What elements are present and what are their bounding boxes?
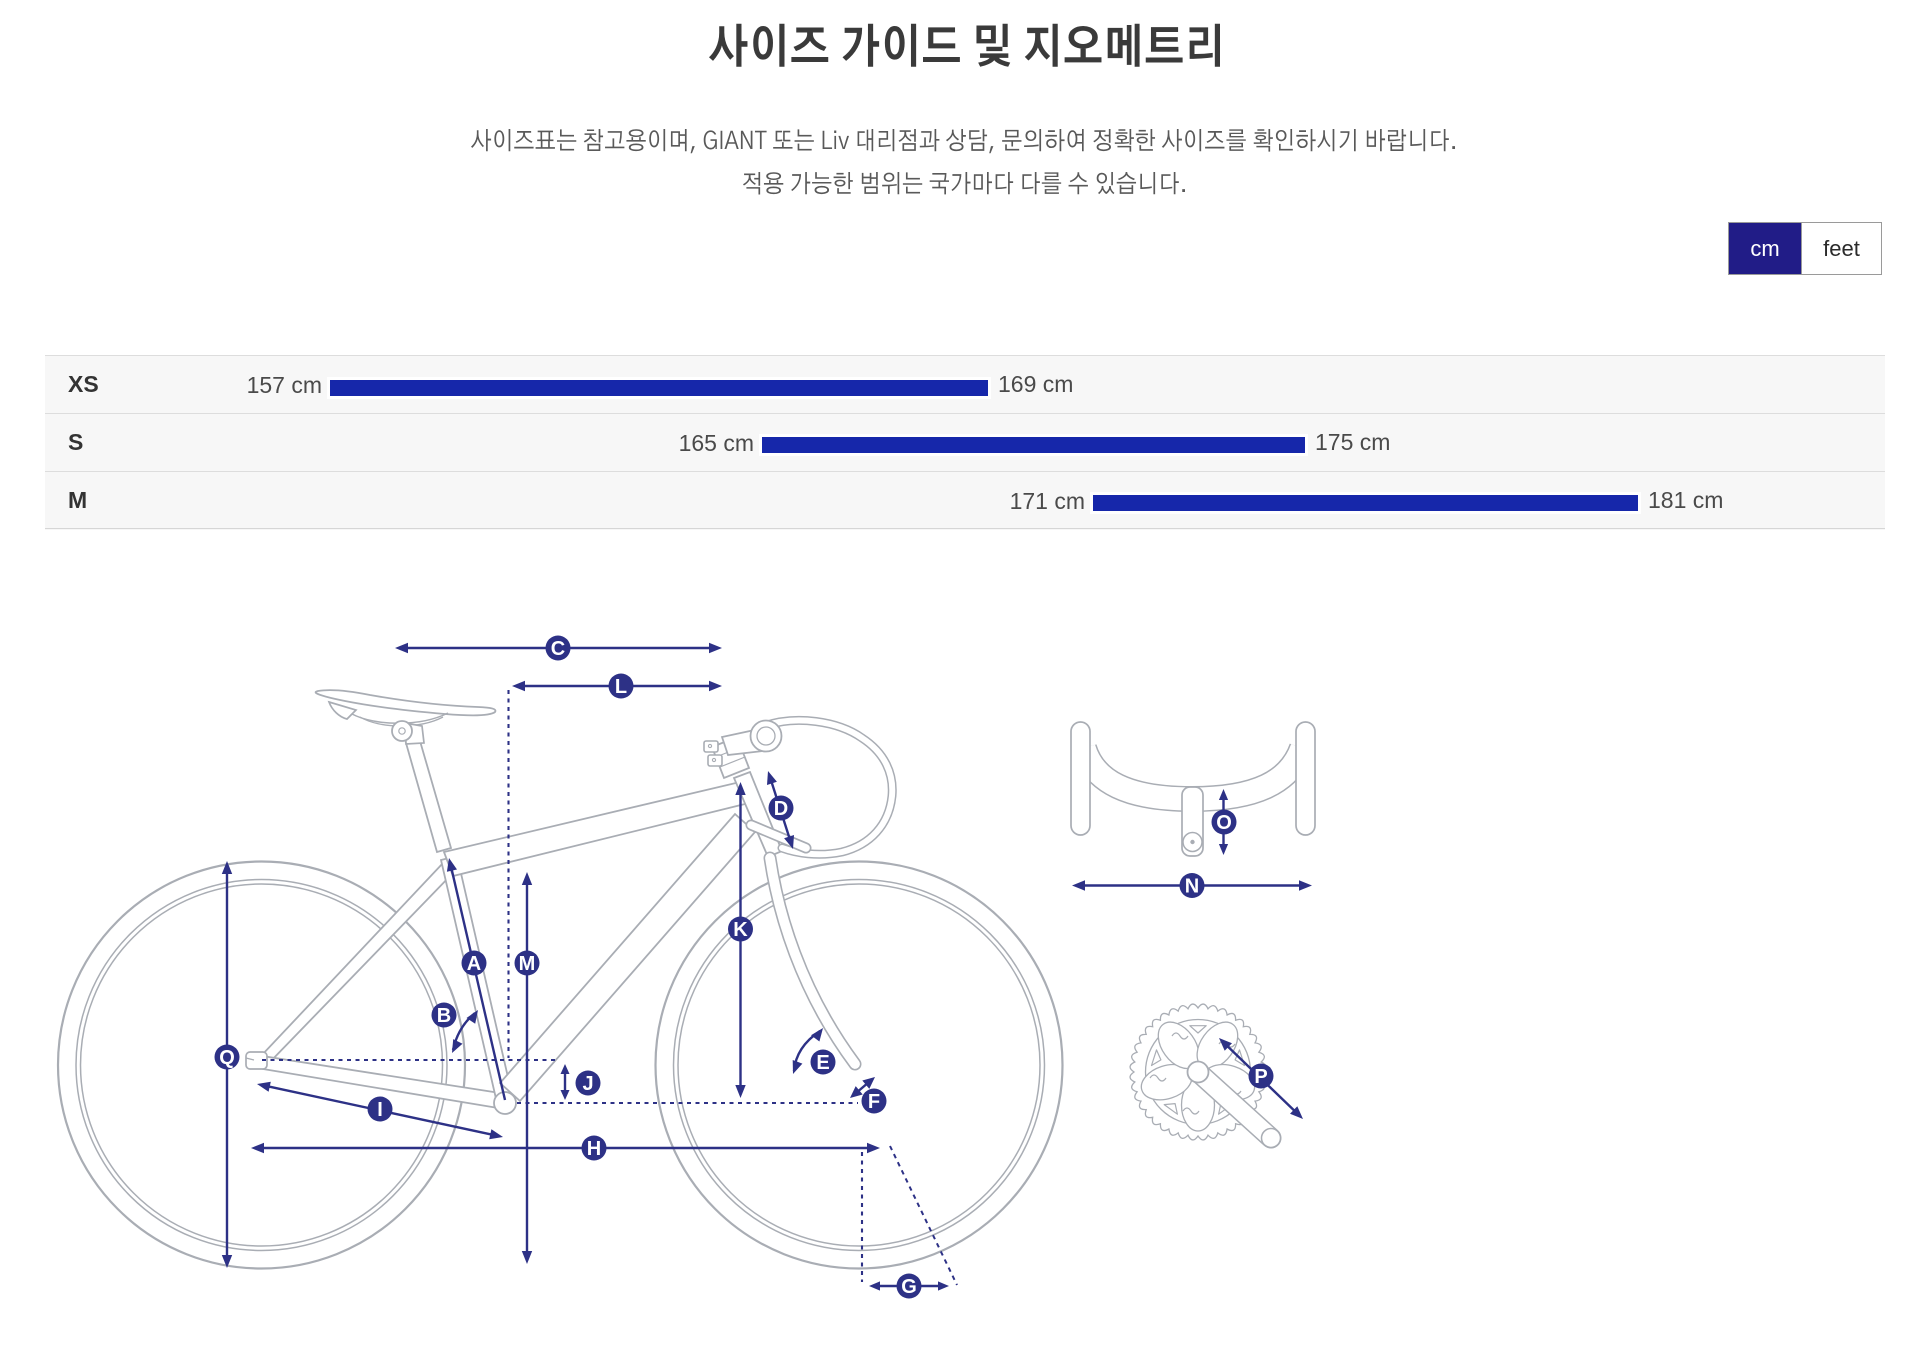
svg-text:A: A — [467, 953, 481, 975]
svg-text:H: H — [587, 1138, 601, 1160]
svg-text:I: I — [377, 1099, 383, 1121]
svg-text:K: K — [733, 919, 748, 941]
svg-text:G: G — [901, 1276, 917, 1298]
svg-text:F: F — [868, 1091, 880, 1113]
svg-text:N: N — [1185, 876, 1199, 898]
svg-text:J: J — [582, 1073, 593, 1095]
svg-text:E: E — [816, 1052, 829, 1074]
svg-text:D: D — [774, 798, 788, 820]
svg-text:L: L — [615, 676, 627, 698]
svg-text:M: M — [519, 953, 536, 975]
svg-text:Q: Q — [219, 1047, 235, 1069]
svg-text:P: P — [1254, 1066, 1267, 1088]
svg-text:C: C — [551, 638, 565, 660]
svg-text:B: B — [437, 1005, 451, 1027]
svg-text:O: O — [1216, 812, 1232, 834]
